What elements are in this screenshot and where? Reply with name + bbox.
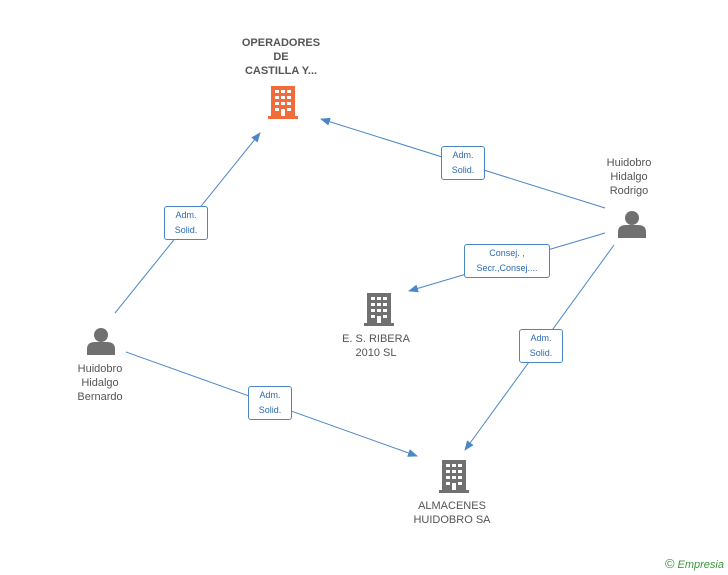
label-line: Bernardo — [77, 391, 123, 403]
label-line: E. S. RIBERA — [342, 333, 410, 345]
edge-label-rodrigo-almacenes[interactable]: Adm. Solid. — [519, 329, 563, 363]
edge-label-line: Secr.,Consej.... — [476, 263, 538, 273]
edge-label-line: Adm. — [452, 150, 474, 160]
label-line: 2010 SL — [355, 347, 397, 359]
edge-label-bernardo-almacenes[interactable]: Adm. Solid. — [248, 386, 292, 420]
node-label-bernardo[interactable]: Huidobro Hidalgo Bernardo — [35, 362, 165, 404]
brand-name: Empresia — [677, 559, 724, 571]
node-label-almacenes[interactable]: ALMACENES HUIDOBRO SA — [387, 499, 517, 527]
label-line: Huidobro — [606, 157, 652, 169]
label-line: Rodrigo — [609, 185, 649, 197]
copyright-icon: © — [664, 556, 675, 571]
node-label-rodrigo[interactable]: Huidobro Hidalgo Rodrigo — [564, 156, 694, 198]
edge-label-line: Solid. — [258, 405, 282, 415]
building-icon[interactable] — [268, 86, 298, 119]
label-line: OPERADORES — [241, 37, 321, 49]
edge-label-bernardo-operadores[interactable]: Adm. Solid. — [164, 206, 208, 240]
label-line: HUIDOBRO SA — [413, 514, 491, 526]
edge-label-line: Solid. — [529, 348, 553, 358]
edge-label-rodrigo-operadores[interactable]: Adm. Solid. — [441, 146, 485, 180]
edge-label-line: Adm. — [530, 333, 552, 343]
edge-label-line: Solid. — [451, 165, 475, 175]
edge-label-rodrigo-ribera[interactable]: Consej. , Secr.,Consej.... — [464, 244, 550, 278]
brand-footer[interactable]: ©Empresia — [665, 556, 724, 571]
edge-label-line: Adm. — [175, 210, 197, 220]
node-label-operadores[interactable]: OPERADORES DE CASTILLA Y... — [216, 36, 346, 78]
label-line: Hidalgo — [81, 377, 119, 389]
label-line: ALMACENES — [418, 500, 486, 512]
building-icon[interactable] — [439, 460, 469, 493]
edge-label-line: Solid. — [174, 225, 198, 235]
edge-label-line: Consej. , — [489, 248, 525, 258]
person-icon[interactable] — [87, 328, 115, 355]
edge-label-line: Adm. — [259, 390, 281, 400]
building-icon[interactable] — [364, 293, 394, 326]
label-line: CASTILLA Y... — [244, 65, 318, 77]
label-line: Huidobro — [77, 363, 123, 375]
person-icon[interactable] — [618, 211, 646, 238]
label-line: Hidalgo — [610, 171, 648, 183]
label-line: DE — [273, 51, 289, 63]
node-label-ribera[interactable]: E. S. RIBERA 2010 SL — [311, 332, 441, 360]
